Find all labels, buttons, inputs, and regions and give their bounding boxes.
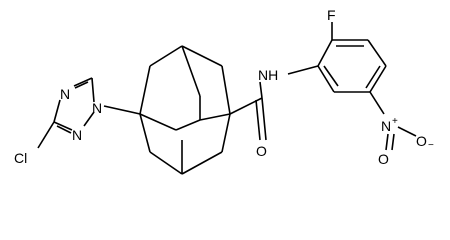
bond-n1-c5 bbox=[91, 77, 95, 103]
structure-canvas: N N N Cl NH O F N + O O − bbox=[14, 7, 434, 175]
bond-nitro-o1 bbox=[397, 126, 417, 137]
bond-ad-11 bbox=[149, 151, 183, 175]
bond-ad-5 bbox=[181, 45, 201, 97]
bond-ad-3 bbox=[181, 45, 223, 67]
adamantane-cage bbox=[139, 45, 231, 175]
bond-ad-7 bbox=[175, 119, 201, 131]
bond-ar-6 bbox=[317, 65, 335, 93]
bond-c5-n4 bbox=[73, 77, 93, 87]
bond-n4-c3 bbox=[53, 99, 61, 123]
atom-o-nitro2-label: O bbox=[378, 151, 389, 167]
atom-cl-label: Cl bbox=[14, 150, 27, 166]
bond-carbonyl-nh bbox=[259, 81, 263, 99]
bond-c3-n2-double bbox=[56, 125, 72, 134]
atom-n2-label: N bbox=[72, 127, 82, 143]
bond-carbonyl-o bbox=[261, 97, 267, 141]
bond-ad-1 bbox=[139, 65, 151, 115]
atom-n4-label: N bbox=[60, 86, 70, 102]
atom-n1-label: N bbox=[92, 100, 102, 116]
atom-n-nitro-label: N bbox=[381, 118, 391, 134]
atom-o-amide-label: O bbox=[256, 143, 267, 159]
nitro-group bbox=[385, 126, 417, 151]
bond-ar-double-2 bbox=[365, 65, 381, 89]
bond-ad-12 bbox=[181, 151, 223, 175]
bond-ad-13 bbox=[221, 113, 231, 153]
bond-carbonyl-o-double bbox=[255, 99, 261, 141]
benzene-ring bbox=[317, 22, 387, 115]
atom-o-nitro2-charge: − bbox=[428, 140, 434, 151]
bond-ad-10 bbox=[139, 113, 151, 153]
bond-ar-4 bbox=[369, 65, 387, 93]
atom-nh-label: NH bbox=[258, 67, 278, 83]
atom-n-nitro-charge: + bbox=[392, 116, 398, 127]
bond-ad-2 bbox=[149, 45, 183, 67]
bond-c5-n4-double bbox=[74, 81, 89, 89]
bond-ad-9 bbox=[199, 113, 231, 121]
bond-n1-adamantane bbox=[103, 105, 141, 115]
bond-c3-n2 bbox=[53, 121, 73, 131]
atom-o-nitro1-label: O bbox=[416, 133, 427, 149]
bond-ar-1 bbox=[317, 39, 333, 67]
bond-nh-aryl bbox=[287, 65, 319, 75]
bond-ar-double-3 bbox=[323, 65, 339, 87]
bond-ad-4 bbox=[221, 65, 231, 115]
bond-ar-no2 bbox=[369, 91, 385, 115]
triazole-ring bbox=[37, 77, 95, 149]
bond-nitro-o2 bbox=[385, 133, 389, 151]
bond-ad-8 bbox=[139, 113, 177, 131]
atom-f-label: F bbox=[327, 7, 336, 23]
bond-c3-cl bbox=[37, 121, 55, 149]
molecule-drawing: N N N Cl NH O F N + O O − bbox=[14, 7, 434, 175]
amide-group bbox=[229, 65, 319, 141]
bond-nitro-o2-double bbox=[391, 133, 395, 151]
bond-ar-3 bbox=[367, 39, 387, 67]
bond-n2-n1 bbox=[83, 111, 95, 127]
